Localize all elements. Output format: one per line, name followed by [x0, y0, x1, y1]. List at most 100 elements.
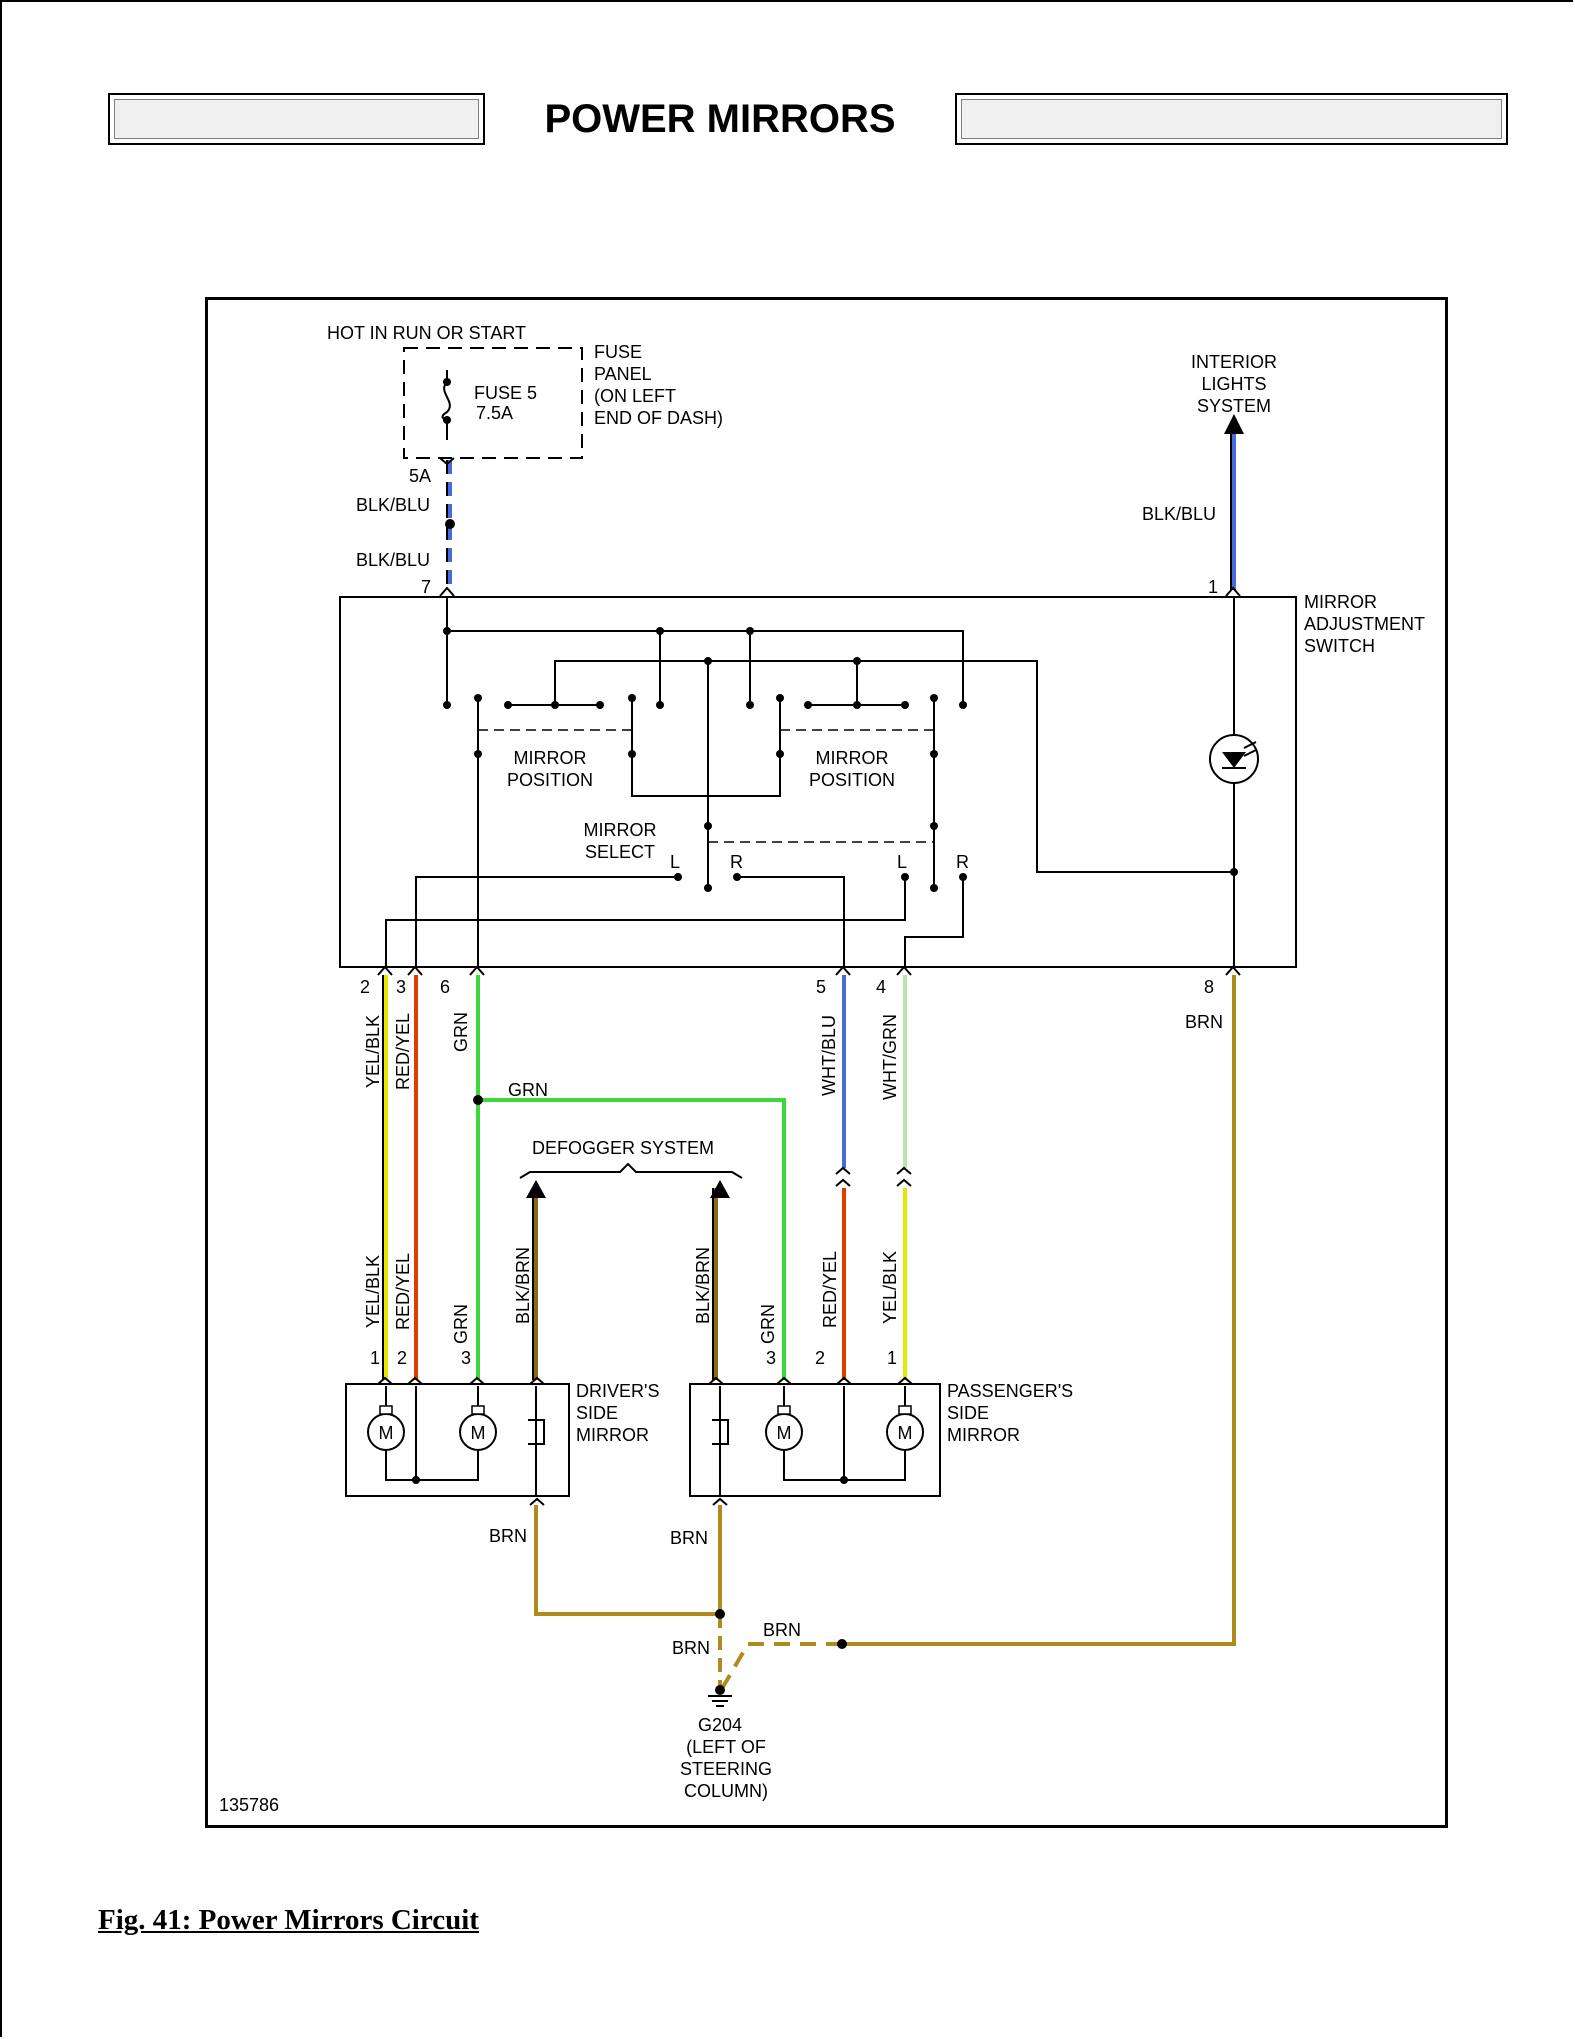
wire-label-grn-lower: GRN	[451, 1304, 471, 1344]
interior-lights-arrow	[1224, 414, 1244, 434]
wire-label-yel-blk-lower: YEL/BLK	[363, 1255, 383, 1328]
label-interior-1: INTERIOR	[1191, 352, 1277, 372]
label-fuse-1: FUSE 5	[474, 383, 537, 403]
label-fuse-terminal: 5A	[409, 466, 431, 486]
label-mirror-position-left-1: MIRROR	[514, 748, 587, 768]
title-bar-left	[108, 93, 485, 145]
fuse-node-top	[443, 378, 451, 386]
wire-label-brn-right: BRN	[763, 1620, 801, 1640]
page-title: POWER MIRRORS	[544, 97, 896, 141]
pin-label-s1: 1	[887, 1348, 897, 1368]
wire-label-brn-passenger: BRN	[670, 1528, 708, 1548]
label-mirror-position-right-2: POSITION	[809, 770, 895, 790]
label-ground-2: (LEFT OF	[686, 1737, 766, 1757]
label-fuse-2: 7.5A	[476, 403, 513, 423]
pin-label-6: 6	[440, 977, 450, 997]
switch-bus-2	[554, 660, 1234, 873]
label-passenger-mirror-2: SIDE	[947, 1403, 989, 1423]
label-mirror-position-right-1: MIRROR	[816, 748, 889, 768]
diagram-frame	[205, 297, 1448, 1828]
fuse-panel-box	[403, 347, 583, 459]
wire-label-blk-blu-bottom: BLK/BLU	[356, 550, 430, 570]
pin-label-s2: 2	[815, 1348, 825, 1368]
wire-label-yel-blk-right: YEL/BLK	[880, 1251, 900, 1324]
label-mirror-select-2: SELECT	[585, 842, 655, 862]
label-driver-mirror-2: SIDE	[576, 1403, 618, 1423]
wire-label-wht-blu: WHT/BLU	[819, 1015, 839, 1096]
label-ground-4: COLUMN)	[684, 1781, 768, 1801]
wire-label-red-yel: RED/YEL	[393, 1013, 413, 1090]
defogger-arrow-right	[710, 1180, 730, 1198]
wire-label-grn-mid: GRN	[508, 1080, 548, 1100]
pin-label-5: 5	[816, 977, 826, 997]
splice-blk-blu	[445, 519, 455, 529]
label-interior-2: LIGHTS	[1201, 374, 1266, 394]
label-driver-mirror-1: DRIVER'S	[576, 1381, 659, 1401]
fuse-connector-5a	[439, 457, 455, 466]
mirror-adjustment-switch-box	[339, 596, 1297, 968]
passenger-heater	[712, 1419, 729, 1445]
label-driver-mirror-3: MIRROR	[576, 1425, 649, 1445]
wire-brn-driver	[534, 1505, 720, 1616]
pin-label-3: 3	[396, 977, 406, 997]
label-switch-3: SWITCH	[1304, 636, 1375, 656]
connector-pin7	[439, 586, 455, 597]
label-ground-1: G204	[698, 1715, 742, 1735]
label-select-r1: R	[730, 852, 743, 872]
label-switch-1: MIRROR	[1304, 592, 1377, 612]
label-fuse-panel-1: FUSE	[594, 342, 642, 362]
fuse-symbol	[441, 381, 451, 421]
passenger-mirror-box	[689, 1383, 941, 1497]
wire-label-yel-blk: YEL/BLK	[363, 1015, 383, 1088]
defogger-bracket	[519, 1162, 743, 1179]
pin-label-4: 4	[876, 977, 886, 997]
pin-label-s3: 3	[766, 1348, 776, 1368]
label-select-r2: R	[956, 852, 969, 872]
wire-label-blk-brn-right: BLK/BRN	[693, 1247, 713, 1324]
svg-text:M: M	[379, 1423, 394, 1443]
splice-brn-switch	[837, 1639, 847, 1649]
wire-label-brn-switch: BRN	[1185, 1012, 1223, 1032]
label-switch-2: ADJUSTMENT	[1304, 614, 1425, 634]
driver-heater	[528, 1419, 545, 1445]
label-fuse-panel-2: PANEL	[594, 364, 652, 384]
wire-label-grn: GRN	[451, 1012, 471, 1052]
label-mirror-select-1: MIRROR	[584, 820, 657, 840]
svg-text:M: M	[471, 1423, 486, 1443]
label-passenger-mirror-1: PASSENGER'S	[947, 1381, 1073, 1401]
wire-label-blk-blu-right: BLK/BLU	[1142, 504, 1216, 524]
select-l2-driver	[385, 877, 906, 967]
wire-label-red-yel-right: RED/YEL	[820, 1251, 840, 1328]
pin-label-2: 2	[360, 977, 370, 997]
wire-grn-passenger	[478, 1098, 786, 1380]
inline-connectors	[835, 1166, 912, 1187]
wire-label-wht-grn: WHT/GRN	[880, 1014, 900, 1100]
driver-mirror-box	[345, 1383, 570, 1497]
wire-label-brn-driver: BRN	[489, 1526, 527, 1546]
label-ground-3: STEERING	[680, 1759, 772, 1779]
pin-label-1: 1	[1208, 577, 1218, 597]
select-l-driver	[415, 876, 678, 967]
switch-bottom-connectors	[377, 965, 1241, 976]
pin-label-d2: 2	[397, 1348, 407, 1368]
switch-bus-1	[447, 630, 964, 705]
defogger-arrow-left	[526, 1180, 546, 1198]
label-passenger-mirror-3: MIRROR	[947, 1425, 1020, 1445]
diagram-id: 135786	[219, 1795, 279, 1815]
connector-pin1	[1225, 586, 1241, 597]
splice-brn-mirrors	[715, 1609, 725, 1619]
splice-grn	[473, 1095, 483, 1105]
title-bar-right	[955, 93, 1508, 145]
label-select-l2: L	[897, 852, 907, 872]
figure-caption: Fig. 41: Power Mirrors Circuit	[98, 1904, 479, 1936]
pin-label-8: 8	[1204, 977, 1214, 997]
wire-label-grn-right-lower: GRN	[758, 1304, 778, 1344]
label-interior-3: SYSTEM	[1197, 396, 1271, 416]
select-r-passenger	[737, 876, 845, 967]
wire-brn-ground-dashed	[718, 1642, 842, 1694]
label-defogger: DEFOGGER SYSTEM	[532, 1138, 714, 1158]
pin-label-d1: 1	[370, 1348, 380, 1368]
label-fuse-panel-4: END OF DASH)	[594, 408, 723, 428]
